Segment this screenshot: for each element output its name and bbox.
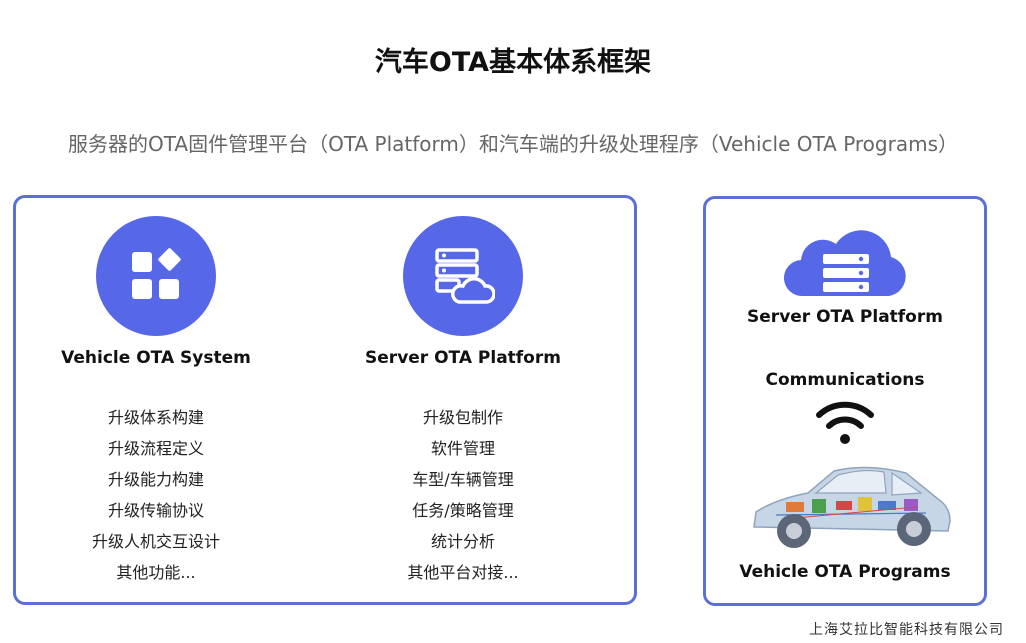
vehicle-system-list: 升级体系构建 升级流程定义 升级能力构建 升级传输协议 升级人机交互设计 其他功… — [26, 402, 286, 588]
company-footer: 上海艾拉比智能科技有限公司 — [809, 622, 1004, 638]
car-illustration — [753, 466, 951, 548]
list-item: 其他平台对接... — [407, 563, 519, 582]
page-title: 汽车OTA基本体系框架 — [374, 47, 652, 78]
communications-label: Communications — [765, 370, 925, 390]
list-item: 升级体系构建 — [107, 408, 204, 427]
server-platform-heading: Server OTA Platform — [365, 348, 561, 368]
cloud-server-icon — [783, 230, 906, 297]
list-item: 升级包制作 — [422, 408, 503, 427]
list-item: 升级能力构建 — [107, 470, 204, 489]
list-item: 升级流程定义 — [107, 439, 204, 458]
page-subtitle: 服务器的OTA固件管理平台（OTA Platform）和汽车端的升级处理程序（V… — [67, 132, 958, 156]
server-cloud-icon — [403, 216, 523, 336]
wifi-icon — [816, 401, 874, 444]
list-item: 车型/车辆管理 — [412, 470, 514, 489]
list-item: 软件管理 — [430, 439, 495, 458]
list-item: 任务/策略管理 — [412, 501, 514, 520]
apps-grid-icon — [96, 216, 216, 336]
list-item: 升级传输协议 — [107, 501, 204, 520]
vehicle-programs-label: Vehicle OTA Programs — [739, 562, 951, 582]
server-platform-list: 升级包制作 软件管理 车型/车辆管理 任务/策略管理 统计分析 其他平台对接..… — [333, 402, 593, 588]
list-item: 其他功能... — [116, 563, 196, 582]
list-item: 统计分析 — [430, 532, 495, 551]
left-panel: Vehicle OTA System 升级体系构建 升级流程定义 升级能力构建 … — [13, 195, 637, 605]
right-panel: Server OTA Platform Communications Vehic… — [703, 196, 987, 606]
server-platform-label: Server OTA Platform — [747, 307, 943, 327]
list-item: 升级人机交互设计 — [91, 532, 220, 551]
vehicle-system-heading: Vehicle OTA System — [61, 348, 251, 368]
